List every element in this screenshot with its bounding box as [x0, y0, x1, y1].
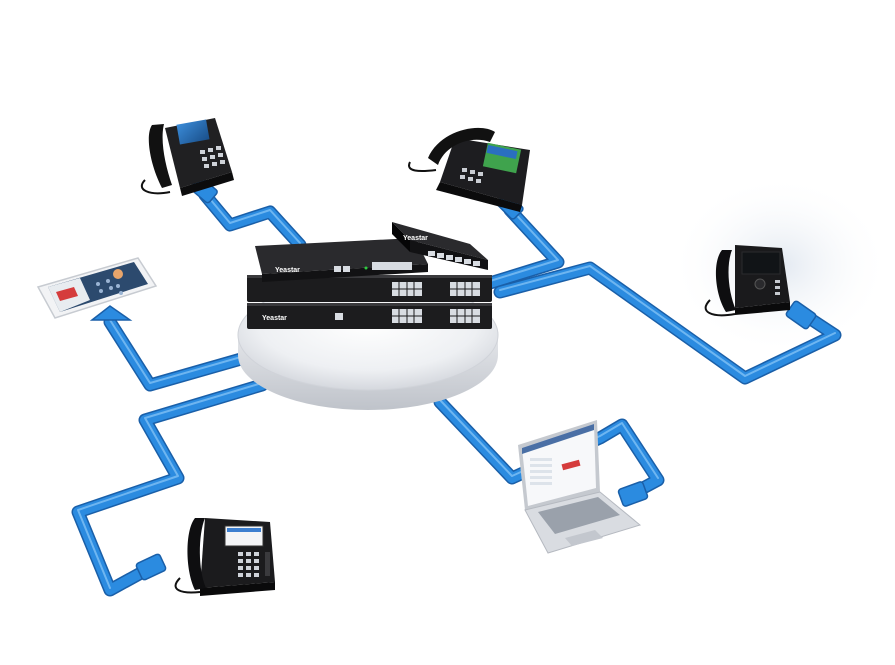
cable-bottom-left-phone-fill	[73, 380, 267, 595]
rj45-connector	[617, 481, 649, 507]
pbx-unit-top: Yeastar	[255, 238, 428, 282]
cable-tablet-fill	[105, 317, 260, 390]
phone-screen	[176, 119, 210, 145]
handset-icon	[148, 124, 172, 188]
brand-label: Yeastar	[275, 267, 300, 274]
ip-phone-bottom-left	[174, 518, 275, 596]
pbx-unit-middle	[247, 275, 492, 302]
handset-icon	[187, 518, 206, 590]
cable-top-left-phone-fill	[200, 190, 305, 250]
cable-highlight	[77, 382, 263, 589]
ip-phone-top-left	[140, 118, 234, 196]
phone-screen	[741, 251, 781, 275]
rj45-connector	[135, 553, 167, 581]
arrow-to-tablet-icon	[89, 305, 133, 321]
brand-label: Yeastar	[403, 235, 428, 242]
ip-phone-right	[704, 245, 790, 317]
handset-icon	[428, 127, 495, 165]
tablet-left	[36, 257, 158, 319]
cable-laptop-fill	[435, 397, 663, 500]
cable-highlight	[109, 319, 256, 384]
cable-highlight	[439, 399, 659, 479]
cable-highlight	[499, 265, 836, 377]
nav-button-icon	[754, 278, 766, 290]
cable-top-center-phone-fill	[485, 205, 563, 288]
laptop-bottom-right	[518, 420, 642, 554]
laptop-keyboard	[538, 497, 620, 534]
ip-phone-top-center	[408, 127, 530, 212]
brand-label: Yeastar	[262, 315, 287, 322]
cable-highlight	[204, 192, 301, 244]
handset-icon	[715, 250, 736, 312]
laptop-trackpad	[565, 530, 603, 546]
rj45-connector	[785, 300, 817, 330]
cable-right-phone-fill	[495, 263, 840, 383]
central-pbx-stack: Yeastar	[247, 222, 492, 329]
pbx-unit-bottom: Yeastar	[247, 303, 492, 329]
avatar-icon	[113, 269, 123, 279]
cable-highlight	[489, 207, 559, 282]
network-switch: Yeastar	[392, 222, 488, 270]
